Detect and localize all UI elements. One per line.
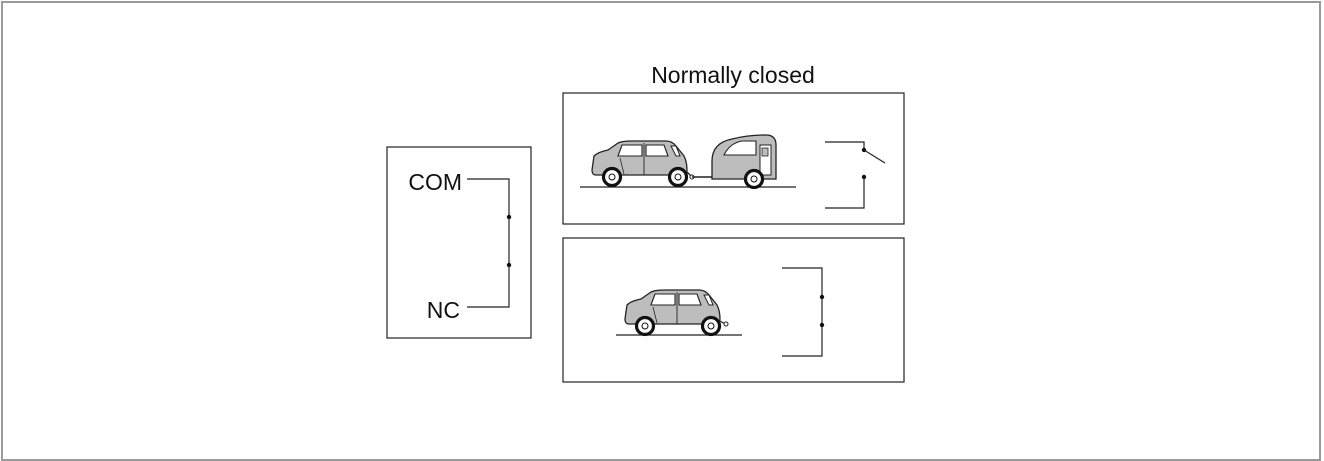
closed-switch-symbol (467, 178, 510, 308)
switch-contact-dot (861, 147, 867, 153)
car-icon (591, 140, 695, 188)
com-terminal-label: COM (408, 169, 462, 195)
no-trailer-panel (562, 237, 905, 383)
switch-contact-dot (506, 214, 512, 220)
nc-terminal-label: NC (427, 297, 460, 323)
diagram-canvas: Normally closed COM NC (386, 62, 905, 383)
switch-contact-dot (819, 294, 825, 300)
diagram-title: Normally closed (651, 62, 815, 88)
closed-switch-symbol (782, 267, 823, 357)
trailer-icon (711, 134, 777, 190)
switch-contact-dot (506, 262, 512, 268)
car-icon (624, 289, 729, 337)
open-switch-symbol (825, 141, 886, 209)
switch-contact-dot (861, 174, 867, 180)
switch-contact-dot (819, 322, 825, 328)
